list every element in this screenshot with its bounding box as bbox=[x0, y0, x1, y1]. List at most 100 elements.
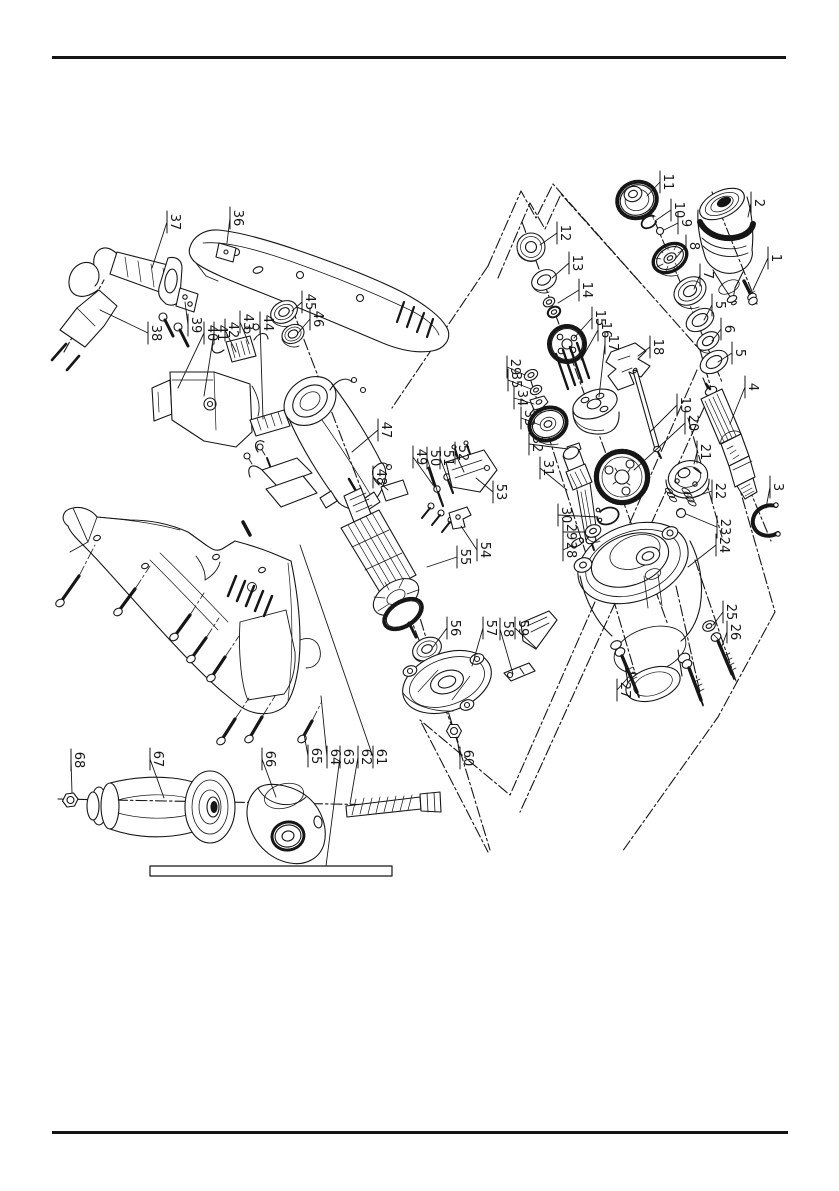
clip-34 bbox=[529, 395, 549, 415]
leader-line bbox=[633, 422, 686, 471]
part-label-24: 24 bbox=[687, 533, 731, 568]
part-number: 45 bbox=[302, 294, 317, 311]
part-number: 52 bbox=[455, 445, 470, 462]
part-number: 24 bbox=[716, 537, 731, 554]
leader-line bbox=[528, 443, 569, 450]
part-number: 47 bbox=[378, 422, 393, 439]
gear-housing bbox=[573, 521, 703, 703]
part-label-13: 13 bbox=[551, 251, 584, 279]
part-label-10: 10 bbox=[654, 198, 686, 222]
nut-25 bbox=[702, 620, 716, 632]
part-number: 64 bbox=[327, 749, 342, 766]
part-label-36: 36 bbox=[226, 206, 245, 244]
leader-line bbox=[412, 456, 434, 486]
axis-intermediate-shaft bbox=[529, 377, 589, 561]
part-number: 8 bbox=[686, 242, 701, 250]
part-label-65: 65 bbox=[303, 733, 323, 768]
part-label-56: 56 bbox=[432, 616, 462, 648]
part-label-62: 62 bbox=[349, 745, 373, 805]
part-label-59: 59 bbox=[514, 616, 537, 649]
part-number: 38 bbox=[148, 325, 163, 342]
leader-line bbox=[654, 209, 672, 222]
leader-line bbox=[646, 181, 661, 197]
part-label-40: 40 bbox=[177, 321, 219, 389]
part-label-68: 68 bbox=[70, 748, 86, 794]
spindle bbox=[700, 382, 758, 500]
washer-6 bbox=[696, 331, 720, 354]
part-number: 39 bbox=[188, 317, 203, 334]
housing-screws bbox=[55, 544, 322, 746]
axis-screw-b bbox=[675, 585, 704, 707]
part-label-29: 29 bbox=[506, 355, 526, 379]
locknuts-14 bbox=[542, 296, 562, 319]
part-number: 60 bbox=[460, 750, 475, 767]
leader-line bbox=[426, 457, 441, 501]
clutch-cup bbox=[665, 460, 710, 499]
part-number: 22 bbox=[712, 483, 727, 500]
part-number: 27 bbox=[617, 682, 632, 699]
part-number: 5 bbox=[732, 349, 747, 357]
part-label-15: 15 bbox=[573, 306, 607, 339]
cord-guard bbox=[109, 251, 183, 306]
part-number: 26 bbox=[727, 624, 742, 641]
part-label-18: 18 bbox=[637, 335, 665, 359]
part-number: 28 bbox=[563, 542, 578, 559]
leader-line bbox=[557, 514, 599, 518]
part-number: 5 bbox=[712, 301, 727, 309]
gear-33 bbox=[527, 405, 569, 446]
bearing-12 bbox=[516, 232, 546, 262]
leader-line bbox=[351, 429, 379, 453]
springs-22 bbox=[664, 487, 697, 507]
part-number: 50 bbox=[427, 450, 442, 467]
clutch-pins bbox=[554, 341, 591, 391]
part-label-52: 52 bbox=[454, 441, 470, 473]
part-number: 21 bbox=[697, 444, 712, 461]
handle-nut bbox=[61, 792, 79, 808]
part-label-34: 34 bbox=[513, 386, 535, 410]
leader-line bbox=[151, 221, 168, 269]
part-label-38: 38 bbox=[99, 309, 163, 345]
part-label-53: 53 bbox=[475, 477, 508, 504]
reversing-switch bbox=[241, 440, 318, 537]
part-number: 19 bbox=[677, 397, 692, 414]
leader-line bbox=[703, 304, 713, 321]
part-number: 48 bbox=[373, 469, 388, 486]
part-number: 1 bbox=[768, 254, 783, 262]
leader-line bbox=[616, 671, 634, 691]
part-label-39: 39 bbox=[184, 301, 203, 337]
bearing-plate bbox=[402, 649, 492, 715]
gear-20 bbox=[593, 448, 651, 506]
chuck-screw bbox=[742, 279, 758, 306]
leader-line bbox=[729, 386, 746, 425]
leader-line bbox=[663, 222, 679, 231]
bearing-45 bbox=[270, 300, 298, 327]
part-label-49: 49 bbox=[412, 445, 434, 486]
part-number: 2 bbox=[751, 199, 766, 207]
steel-ball bbox=[675, 507, 687, 519]
key-54 bbox=[448, 506, 472, 530]
part-label-20: 20 bbox=[633, 411, 700, 471]
part-label-19: 19 bbox=[649, 393, 692, 433]
part-label-44: 44 bbox=[259, 311, 275, 420]
part-number: 58 bbox=[500, 621, 515, 638]
part-label-8: 8 bbox=[675, 234, 701, 259]
ball-9 bbox=[655, 226, 665, 236]
leader-line bbox=[711, 328, 722, 342]
part-number: 3 bbox=[770, 483, 785, 491]
leader-line bbox=[712, 611, 724, 626]
leader-line bbox=[685, 513, 718, 528]
leader-line bbox=[507, 379, 532, 390]
chuck bbox=[697, 187, 756, 306]
part-number: 51 bbox=[440, 450, 455, 467]
part-number: 18 bbox=[650, 339, 665, 356]
part-label-6: 6 bbox=[711, 317, 736, 342]
leader-line bbox=[557, 289, 580, 304]
leader-line bbox=[303, 733, 309, 757]
clutch-drum bbox=[572, 388, 620, 435]
depth-rod bbox=[149, 865, 393, 877]
part-label-11: 11 bbox=[646, 170, 675, 197]
part-label-64: 64 bbox=[320, 695, 342, 769]
leader-line bbox=[297, 318, 311, 334]
screw-27 bbox=[610, 640, 640, 698]
bearing-7 bbox=[673, 276, 707, 310]
